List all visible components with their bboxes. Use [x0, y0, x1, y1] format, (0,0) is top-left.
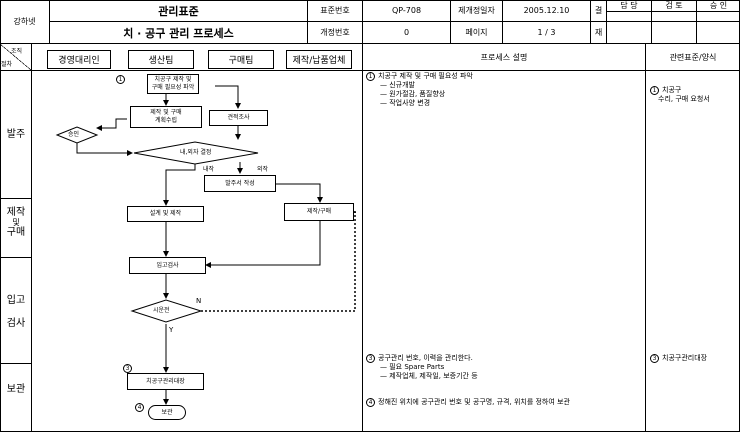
step-po-writing: 발주서 작성 — [204, 175, 276, 192]
doc-category: 관리표준 — [158, 4, 199, 18]
step-plan-line2: 계획수립 — [154, 117, 178, 124]
decision-approve: 승인 — [68, 131, 80, 138]
process-desc-header: 프로세스 설명 — [480, 52, 528, 62]
phase-inspection: 입고 검사 — [0, 289, 32, 335]
desc-1-bullet: — 원가절감, 품질향상 — [380, 90, 446, 98]
dept-purchasing: 구매팀 — [208, 50, 274, 69]
std-no-value: QP-708 — [391, 6, 422, 15]
related-3-marker: 3 — [650, 354, 659, 363]
related-1-marker: 1 — [650, 86, 659, 95]
phase-make-buy-line3: 구매 — [6, 227, 26, 238]
related-std-header: 관련표준/양식 — [669, 52, 717, 62]
rev-no-value: 0 — [403, 28, 410, 37]
phase-inspection-line1: 입고 — [6, 295, 26, 306]
desc-3-bullet: — 제작업체, 제작일, 보증기간 등 — [380, 372, 478, 380]
step-plan-line1: 제작 및 구매 — [150, 109, 182, 116]
desc-1-bullet: — 신규개발 — [380, 81, 415, 89]
related-1-line2: 수리, 구매 요청서 — [658, 95, 710, 103]
phase-make-buy-line2: 및 — [12, 218, 20, 227]
rev-date-value: 2005.12.10 — [523, 6, 570, 15]
phase-order-label: 발주 — [6, 129, 26, 140]
dept-production: 생산팀 — [128, 50, 194, 69]
step-need-line1: 치공구 제작 및 — [154, 75, 192, 83]
branch-yes-label: Y — [169, 326, 174, 334]
related-1-line1: 치공구 — [662, 86, 682, 94]
desc-1-title: 치공구 제작 및 구매 필요성 파악 — [378, 72, 473, 80]
phase-inspection-line2: 검사 — [6, 318, 26, 329]
branch-foreign-label: 외작 — [257, 166, 269, 173]
approval-label-top: 결 — [594, 6, 603, 15]
desc-1-marker: 1 — [366, 72, 375, 81]
dept-vendor: 제작/납품업체 — [286, 50, 352, 69]
step-receipt-inspection: 입고검사 — [129, 257, 206, 274]
step-vendor-make: 제작/구매 — [284, 203, 354, 221]
phase-storage-label: 보관 — [6, 384, 26, 395]
step-design-make: 설계 및 제작 — [127, 206, 204, 222]
step-3-marker: 3 — [123, 364, 132, 373]
desc-3-bullet: — 필요 Spare Parts — [380, 363, 445, 371]
step-need-analysis: 1 치공구 제작 및 구매 필요성 파악 — [116, 73, 215, 94]
desc-4-title: 정해진 위치에 공구관리 번호 및 공구명, 규격, 위치를 정하여 보관 — [378, 398, 570, 406]
step-tool-ledger: 치공구관리대장 — [127, 373, 204, 390]
approval-label-bottom: 재 — [594, 28, 603, 37]
approver-review: 검 토 — [665, 1, 683, 10]
page-value: 1 / 3 — [537, 28, 556, 37]
desc-4-marker: 4 — [366, 398, 375, 407]
corner-proc-label: 절차 — [1, 61, 13, 68]
branch-domestic-label: 내작 — [203, 166, 215, 173]
phase-storage: 보관 — [0, 383, 32, 397]
step-quote-survey: 견적조사 — [209, 110, 268, 126]
step-storage: 보관 — [148, 405, 186, 420]
decision-domestic-foreign: 내,외자 결정 — [180, 149, 212, 156]
corner-org-label: 조직 — [11, 48, 23, 55]
approver-staff: 담 당 — [620, 1, 638, 10]
branch-no-label: N — [196, 297, 202, 305]
dept-management-rep: 경영대리인 — [47, 50, 111, 69]
rev-date-label: 제개정일자 — [458, 6, 495, 15]
step-plan: 제작 및 구매 계획수립 — [130, 106, 202, 128]
rev-no-label: 개정번호 — [320, 28, 350, 37]
decision-trial-run: 시운전 — [153, 307, 170, 314]
phase-make-buy-line1: 제작 — [6, 207, 26, 218]
std-no-label: 표준번호 — [320, 6, 350, 15]
approver-approve: 승 인 — [709, 1, 728, 10]
step-1-marker: 1 — [116, 75, 125, 84]
phase-make-buy: 제작 및 구매 — [0, 207, 32, 239]
desc-3-title: 공구관리 번호, 이력을 관리한다. — [378, 354, 473, 362]
page-label: 페이지 — [465, 28, 488, 37]
desc-3-marker: 3 — [366, 354, 375, 363]
step-need-line2: 구매 필요성 파악 — [151, 83, 195, 91]
related-3-line1: 치공구관리대장 — [662, 354, 708, 362]
company-name: 강하넷 — [13, 17, 36, 26]
doc-title: 치 · 공구 관리 프로세스 — [123, 26, 234, 40]
desc-1-bullet: — 작업사양 변경 — [380, 99, 431, 107]
step-4-marker: 4 — [135, 403, 144, 412]
phase-order: 발주 — [0, 128, 32, 142]
